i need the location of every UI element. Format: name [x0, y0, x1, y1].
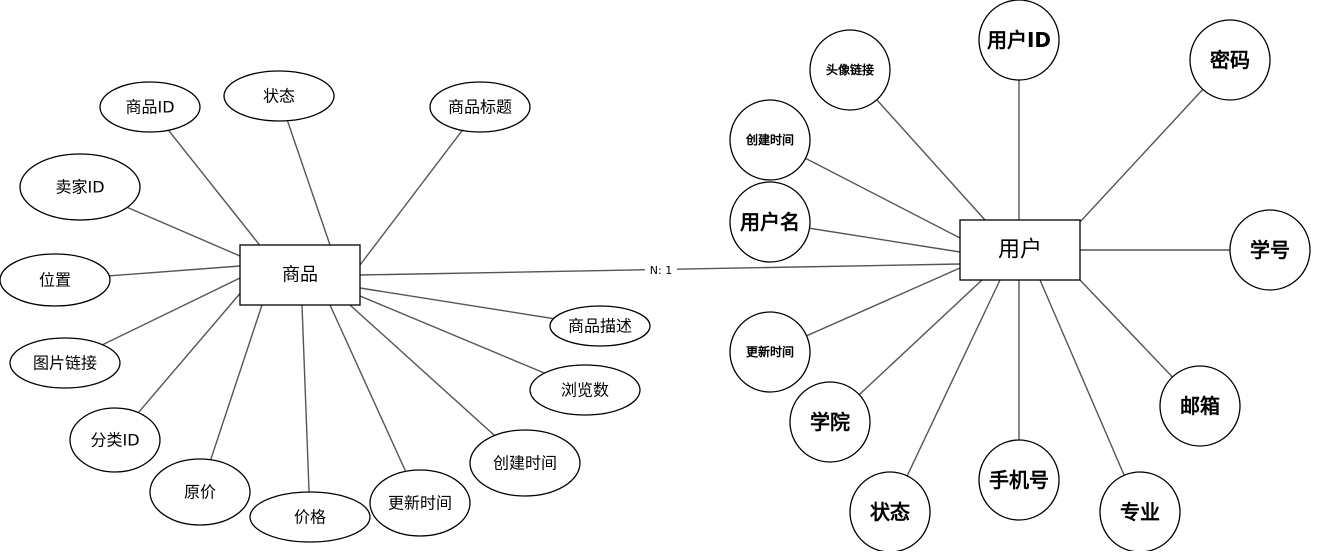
product-attribute-ellipse	[223, 70, 335, 122]
user-attribute-label: 创建时间	[745, 132, 794, 147]
product-attribute: 创建时间	[469, 429, 581, 497]
user-attribute: 状态	[849, 471, 931, 553]
product-entity: 商品	[239, 244, 361, 306]
user-attribute-label: 学院	[810, 410, 850, 434]
product-attribute: 状态	[223, 70, 335, 122]
user-attribute-label: 邮箱	[1180, 394, 1220, 418]
user-attribute-label: 头像链接	[826, 62, 874, 77]
product-attribute-label: 商品描述	[568, 317, 632, 336]
user-attribute-label: 更新时间	[746, 344, 794, 359]
product-attribute: 位置	[0, 253, 111, 307]
user-attribute-ellipse	[1159, 365, 1241, 447]
user-attribute-ellipse	[809, 29, 891, 111]
user-attribute-label: 学号	[1250, 238, 1290, 262]
product-entity-box	[239, 244, 361, 306]
user-attribute-ellipse	[1229, 209, 1311, 291]
user-attribute: 学号	[1229, 209, 1311, 291]
product-attribute: 商品ID	[99, 81, 201, 133]
user-entity: 用户	[959, 219, 1081, 281]
product-attribute-ellipse	[429, 81, 531, 133]
product-attr-edge	[359, 106, 481, 266]
product-attribute-ellipse	[9, 337, 121, 389]
relationship-label: N: 1	[650, 264, 672, 277]
user-attribute: 更新时间	[729, 311, 811, 393]
product-attribute: 商品描述	[549, 305, 651, 347]
user-attribute: 用户名	[729, 181, 811, 263]
product-attr-edge	[301, 304, 311, 518]
product-attribute-ellipse	[0, 253, 111, 307]
user-attribute: 密码	[1189, 19, 1271, 101]
product-attribute-ellipse	[69, 407, 161, 473]
product-attribute-label: 状态	[263, 87, 295, 106]
product-attribute: 卖家ID	[19, 153, 141, 221]
product-attr-edge	[329, 304, 421, 504]
product-attribute-ellipse	[249, 491, 371, 543]
product-attribute: 原价	[149, 458, 251, 526]
product-attribute-label: 原价	[184, 483, 216, 502]
user-attribute-label: 专业	[1120, 500, 1160, 524]
user-attribute-ellipse	[978, 0, 1060, 81]
product-entity-name: 商品	[282, 265, 318, 286]
product-attribute-label: 卖家ID	[55, 178, 104, 197]
user-attribute-ellipse	[729, 99, 811, 181]
user-attribute: 邮箱	[1159, 365, 1241, 447]
user-attribute-label: 用户ID	[987, 28, 1051, 52]
user-attribute: 学院	[789, 381, 871, 463]
product-attribute-ellipse	[549, 305, 651, 347]
user-attr-edge	[1039, 279, 1141, 513]
product-attribute: 更新时间	[369, 469, 471, 537]
user-entity-name: 用户	[998, 238, 1042, 263]
product-attribute-ellipse	[149, 458, 251, 526]
user-attribute: 头像链接	[809, 29, 891, 111]
product-attribute: 商品标题	[429, 81, 531, 133]
product-attribute-label: 创建时间	[493, 454, 557, 473]
product-attribute-label: 图片链接	[33, 354, 97, 373]
user-attribute: 手机号	[978, 439, 1060, 521]
user-attribute-ellipse	[729, 311, 811, 393]
user-attribute-label: 用户名	[740, 210, 800, 234]
product-attribute-label: 分类ID	[90, 431, 139, 450]
user-attribute-ellipse	[789, 381, 871, 463]
product-attribute: 浏览数	[529, 364, 641, 416]
user-attribute: 专业	[1099, 471, 1181, 553]
product-attribute-label: 价格	[294, 508, 326, 527]
product-attribute-label: 浏览数	[561, 381, 609, 400]
product-attribute-label: 商品标题	[448, 98, 512, 117]
product-attribute-label: 商品ID	[125, 98, 174, 117]
user-attribute-label: 密码	[1210, 48, 1250, 72]
product-attribute: 价格	[249, 491, 371, 543]
product-attribute: 图片链接	[9, 337, 121, 389]
product-attribute-ellipse	[99, 81, 201, 133]
user-entity-box	[959, 219, 1081, 281]
user-attribute-ellipse	[978, 439, 1060, 521]
product-attribute: 分类ID	[69, 407, 161, 473]
product-attribute-label: 位置	[39, 271, 71, 290]
product-attribute-ellipse	[529, 364, 641, 416]
product-attribute-label: 更新时间	[388, 494, 452, 513]
user-attribute-ellipse	[1189, 19, 1271, 101]
product-attribute-ellipse	[369, 469, 471, 537]
user-attribute-label: 状态	[870, 500, 910, 524]
product-attribute-ellipse	[19, 153, 141, 221]
user-attribute: 创建时间	[729, 99, 811, 181]
user-attribute-ellipse	[729, 181, 811, 263]
user-attribute: 用户ID	[978, 0, 1060, 81]
product-attribute-ellipse	[469, 429, 581, 497]
user-attr-edge	[889, 279, 1001, 513]
user-attribute-label: 手机号	[989, 468, 1049, 492]
